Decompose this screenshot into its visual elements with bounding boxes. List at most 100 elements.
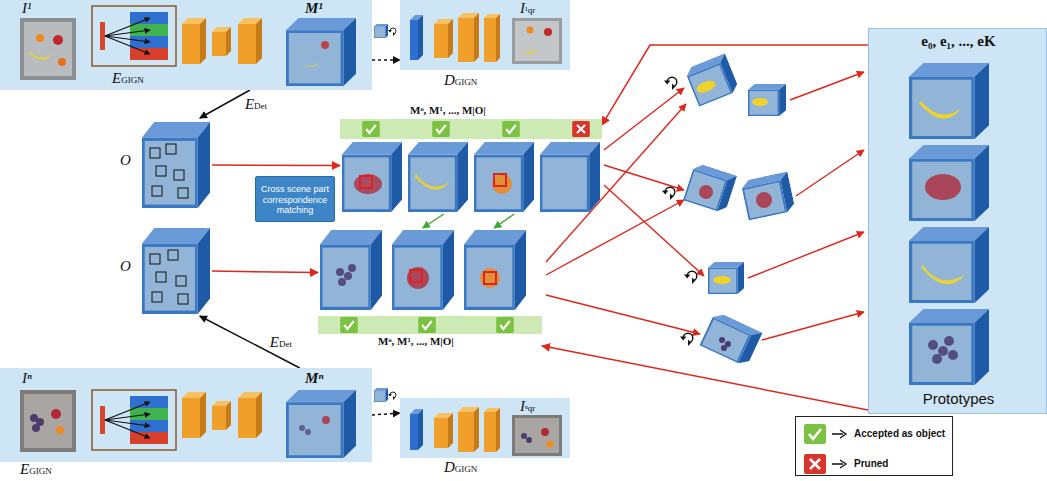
conv-layers xyxy=(496,14,500,62)
legend-arrow xyxy=(830,454,850,474)
rotated-part-cube xyxy=(683,162,737,214)
rotated-part-cube xyxy=(719,337,731,351)
rotated-part-cube xyxy=(684,53,740,107)
encoder-block xyxy=(92,6,176,66)
red-link xyxy=(796,150,864,196)
encoder-block xyxy=(105,402,150,438)
cross-swatch xyxy=(804,454,826,474)
red-link xyxy=(546,295,700,334)
mask-row-art xyxy=(496,317,514,333)
input-image xyxy=(56,426,64,434)
mask-cube xyxy=(336,264,356,286)
conv-layers xyxy=(448,413,453,448)
mask-cube xyxy=(354,174,382,194)
connector-line xyxy=(372,413,400,415)
red-link xyxy=(790,72,864,100)
prototype-cube xyxy=(932,354,942,364)
connector-line xyxy=(423,214,444,228)
mask-cube xyxy=(464,230,526,310)
output-image xyxy=(521,433,527,439)
conv-layers xyxy=(182,24,200,64)
edge-label: EDet xyxy=(268,334,294,351)
encoder-block xyxy=(92,6,176,66)
connector xyxy=(372,60,400,61)
conv-layers xyxy=(458,412,474,452)
red-link xyxy=(604,185,704,276)
conv-layers xyxy=(458,18,474,62)
conv-layers xyxy=(474,407,479,452)
encoder-block xyxy=(100,22,105,50)
mask-row-art xyxy=(572,121,590,137)
detection-box xyxy=(150,250,188,304)
conv-layers xyxy=(212,32,226,56)
input-image xyxy=(20,390,76,452)
detection-box xyxy=(152,292,162,302)
rotated-part-cube xyxy=(752,98,768,106)
encoder-block xyxy=(105,30,150,36)
detection-box xyxy=(150,148,160,158)
mask-row-art xyxy=(432,121,450,137)
legend-arrow xyxy=(832,430,846,438)
connector-line xyxy=(212,164,340,166)
mask-cube xyxy=(342,142,402,212)
mask-cube xyxy=(344,272,352,280)
decoder-art xyxy=(400,0,570,70)
output-image xyxy=(547,441,554,448)
encoder-block xyxy=(105,414,150,420)
prototype-cube xyxy=(925,174,961,200)
mask-cube xyxy=(484,272,496,284)
detection-box xyxy=(168,250,178,260)
check-swatch xyxy=(809,429,821,439)
rotated-part-cube xyxy=(740,171,795,220)
node-label: O xyxy=(120,152,131,169)
output-image xyxy=(520,48,538,54)
prototype-cube xyxy=(909,145,989,221)
output-image xyxy=(521,433,532,443)
prototype-cube xyxy=(909,63,989,385)
conv-layers xyxy=(256,392,262,438)
output-image xyxy=(512,415,562,456)
conv-layers xyxy=(238,24,256,64)
module-label: DGIGN xyxy=(444,459,477,476)
check-swatch xyxy=(804,424,826,444)
rotated-part-cube xyxy=(695,78,717,95)
latent-cube xyxy=(300,62,320,67)
input-image xyxy=(20,18,76,80)
connector-line xyxy=(200,316,300,368)
module-label: EGIGN xyxy=(112,70,144,87)
object-volume-art xyxy=(142,122,210,208)
status-band xyxy=(318,316,542,334)
input-image xyxy=(32,424,40,432)
module-label: Iⁿqr xyxy=(520,398,535,415)
status-band xyxy=(340,119,602,139)
mask-cube xyxy=(414,174,450,190)
input-image xyxy=(24,22,72,76)
prototype-cube xyxy=(921,265,965,284)
detection-box xyxy=(152,186,162,196)
rotated-part-cube xyxy=(664,77,677,90)
conv-layers xyxy=(200,18,206,64)
prototype-cube xyxy=(919,101,961,119)
decoder-slab xyxy=(418,409,423,450)
conv-layers xyxy=(226,27,231,56)
encoder-block xyxy=(100,406,105,434)
connector-line xyxy=(372,59,400,61)
input-image xyxy=(36,34,44,42)
connector xyxy=(602,45,868,125)
prototype-cube xyxy=(928,340,938,350)
rotated-part-cube xyxy=(713,276,731,284)
output-image xyxy=(544,28,552,36)
mask-row-art xyxy=(362,121,380,137)
mask-cube xyxy=(348,264,356,272)
box-label: Cross scene part correspondence matching xyxy=(256,184,334,215)
detection-box xyxy=(176,276,186,286)
rotated-part-cube xyxy=(699,311,762,367)
encoder-panel: I¹EGIGNM¹ xyxy=(0,0,372,90)
mask-row: Mᵒ, M¹, ..., M|O| xyxy=(340,104,602,214)
conv-layers xyxy=(434,407,500,452)
latent-cube xyxy=(299,425,305,431)
detection-box xyxy=(150,144,188,198)
small-rotated-cube xyxy=(388,28,396,36)
prototype-art xyxy=(869,29,1047,415)
